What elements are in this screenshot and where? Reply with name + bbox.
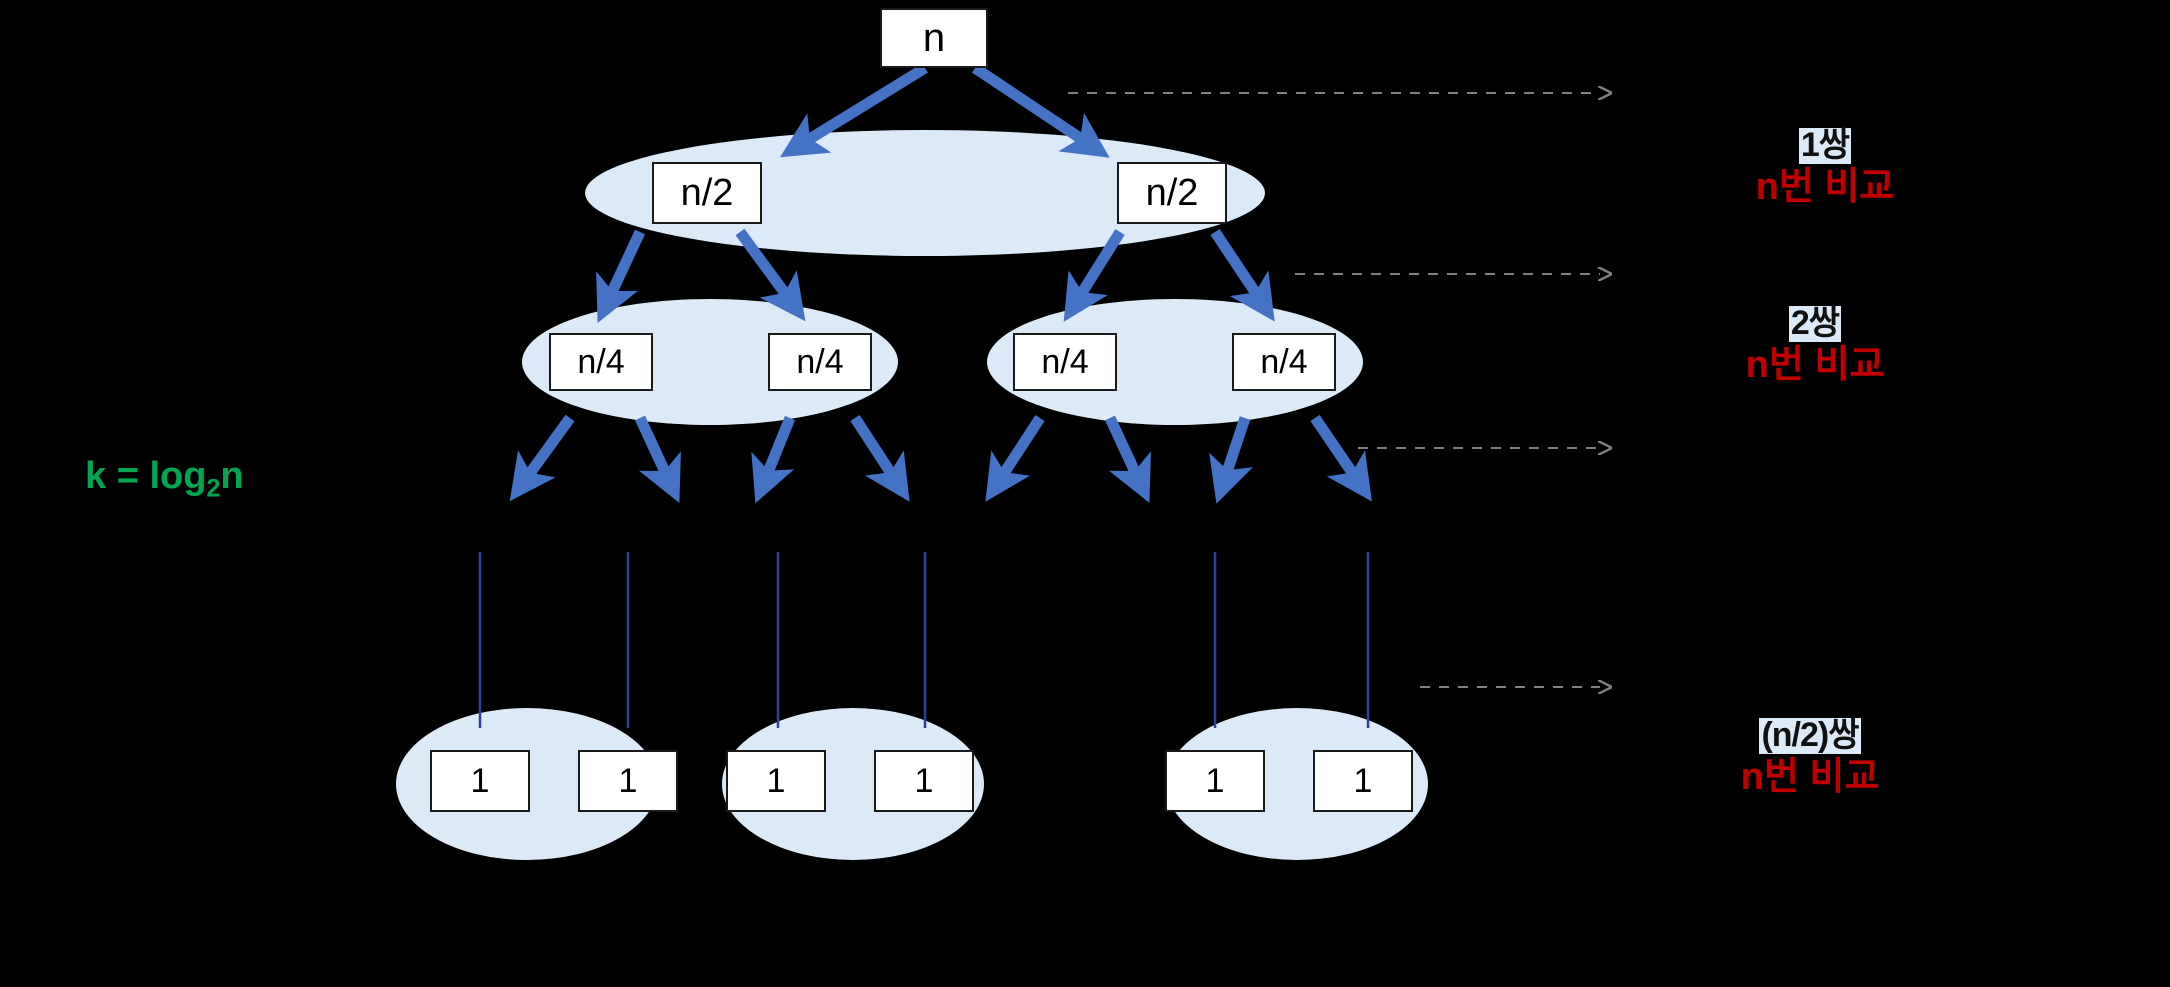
arrow-half-right-to-quad-4 bbox=[1210, 228, 1275, 322]
right-annotation-1: 1쌍 n번 비교 bbox=[1660, 126, 1990, 209]
node-leaf-6[interactable]: 1 bbox=[1313, 750, 1413, 812]
node-root[interactable]: n bbox=[880, 8, 988, 68]
arrow-quad-4-to-leaf-h bbox=[1310, 414, 1372, 502]
depth-annotation: k = log2n bbox=[85, 455, 244, 504]
arrow-root-to-left-half bbox=[780, 63, 928, 158]
depth-annotation-subscript: 2 bbox=[206, 474, 221, 503]
node-leaf-4[interactable]: 1 bbox=[874, 750, 974, 812]
node-leaf-3[interactable]: 1 bbox=[726, 750, 826, 812]
comparison-text-2: n번 비교 bbox=[1745, 343, 1885, 386]
node-level2-left[interactable]: n/2 bbox=[652, 162, 762, 224]
depth-annotation-prefix: k = log bbox=[85, 455, 207, 497]
arrow-quad-1-to-leaf-b bbox=[635, 415, 681, 503]
right-annotation-2: 2쌍 n번 비교 bbox=[1650, 304, 1980, 387]
pair-count-1: 1쌍 bbox=[1798, 126, 1852, 164]
arrow-half-left-to-quad-1 bbox=[596, 229, 645, 323]
node-level2-right[interactable]: n/2 bbox=[1117, 162, 1227, 224]
node-level3-3[interactable]: n/4 bbox=[1013, 333, 1117, 391]
comparison-text-1: n번 비교 bbox=[1755, 165, 1895, 208]
node-leaf-5[interactable]: 1 bbox=[1165, 750, 1265, 812]
comparison-text-3: n번 비교 bbox=[1740, 755, 1880, 798]
arrow-quad-4-to-leaf-g bbox=[1209, 416, 1253, 504]
arrow-half-left-to-quad-2 bbox=[735, 228, 806, 322]
arrow-quad-3-to-leaf-e bbox=[985, 414, 1045, 502]
arrow-quad-2-to-leaf-d bbox=[850, 414, 910, 502]
arrow-half-right-to-quad-3 bbox=[1063, 229, 1125, 322]
arrow-root-to-right-half bbox=[971, 63, 1110, 158]
arrow-quad-1-to-leaf-a bbox=[509, 414, 575, 502]
arrow-quad-3-to-leaf-f bbox=[1105, 415, 1151, 503]
node-level3-2[interactable]: n/4 bbox=[768, 333, 872, 391]
node-leaf-1[interactable]: 1 bbox=[430, 750, 530, 812]
depth-annotation-suffix: n bbox=[220, 455, 244, 497]
pair-count-3: (n/2)쌍 bbox=[1759, 716, 1861, 754]
node-level3-4[interactable]: n/4 bbox=[1232, 333, 1336, 391]
node-leaf-2[interactable]: 1 bbox=[578, 750, 678, 812]
node-level3-1[interactable]: n/4 bbox=[549, 333, 653, 391]
right-annotation-3: (n/2)쌍 n번 비교 bbox=[1640, 716, 1980, 799]
pair-count-2: 2쌍 bbox=[1788, 304, 1842, 342]
arrow-quad-2-to-leaf-c bbox=[751, 415, 796, 504]
